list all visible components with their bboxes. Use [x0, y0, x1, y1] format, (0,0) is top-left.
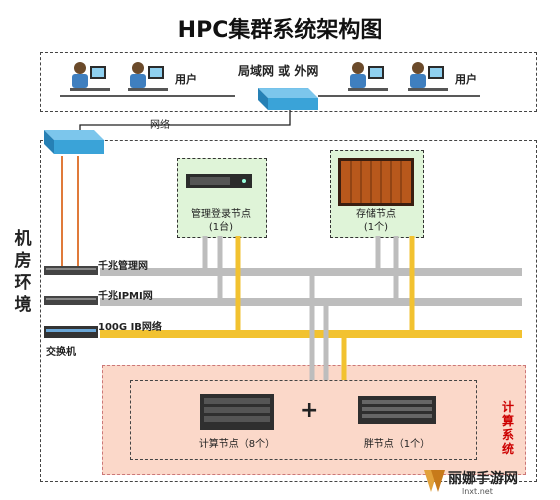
storage-node-count: (1个)	[363, 222, 389, 233]
user-workstation-icon	[348, 62, 388, 91]
fat-node-label: 胖节点（1个）	[363, 439, 431, 450]
ib-network-label: 100G IB网络	[98, 322, 162, 333]
mgmt-node-count: (1台)	[208, 222, 234, 233]
management-server-icon	[186, 174, 252, 188]
user-workstation-icon	[128, 62, 168, 91]
diagram-title: HPC集群系统架构图	[177, 18, 383, 43]
machine-room-label: 机房环境	[14, 229, 32, 315]
user-label-left: 用户	[175, 73, 197, 86]
machine-room-zone	[40, 140, 537, 482]
compute-node-label: 计算节点（8个）	[198, 439, 276, 450]
room-switch-icon	[44, 130, 104, 154]
storage-node-name: 存储节点	[356, 209, 396, 220]
fat-node-server-icon	[358, 396, 436, 424]
compute-nodes-box	[130, 380, 477, 460]
user-workstation-icon	[70, 62, 110, 91]
user-workstation-icon	[408, 62, 448, 91]
core-switch-icon	[258, 88, 318, 110]
mgmt-node-name: 管理登录节点	[191, 209, 251, 220]
watermark-text: 丽娜手游网	[448, 471, 518, 487]
ib-switch-icon	[44, 326, 98, 338]
gigabit-mgmt-network-label: 千兆管理网	[98, 261, 148, 272]
compute-node-chassis-icon	[200, 394, 274, 430]
compute-system-label: 计算系统	[501, 400, 514, 456]
lan-label: 局域网 或 外网	[238, 64, 319, 78]
compute-system-area	[102, 365, 526, 475]
plus-sign: +	[300, 398, 319, 423]
network-zone	[40, 52, 537, 112]
ipmi-switch-icon	[44, 296, 98, 305]
storage-rack-icon	[338, 158, 414, 206]
watermark-subtext: lnxt.net	[462, 487, 493, 496]
gigabit-mgmt-switch-icon	[44, 266, 98, 275]
watermark-logo	[424, 470, 445, 492]
switch-label: 交换机	[46, 347, 76, 358]
user-label-right: 用户	[455, 73, 477, 86]
gigabit-ipmi-network-label: 千兆IPMI网	[98, 291, 153, 302]
